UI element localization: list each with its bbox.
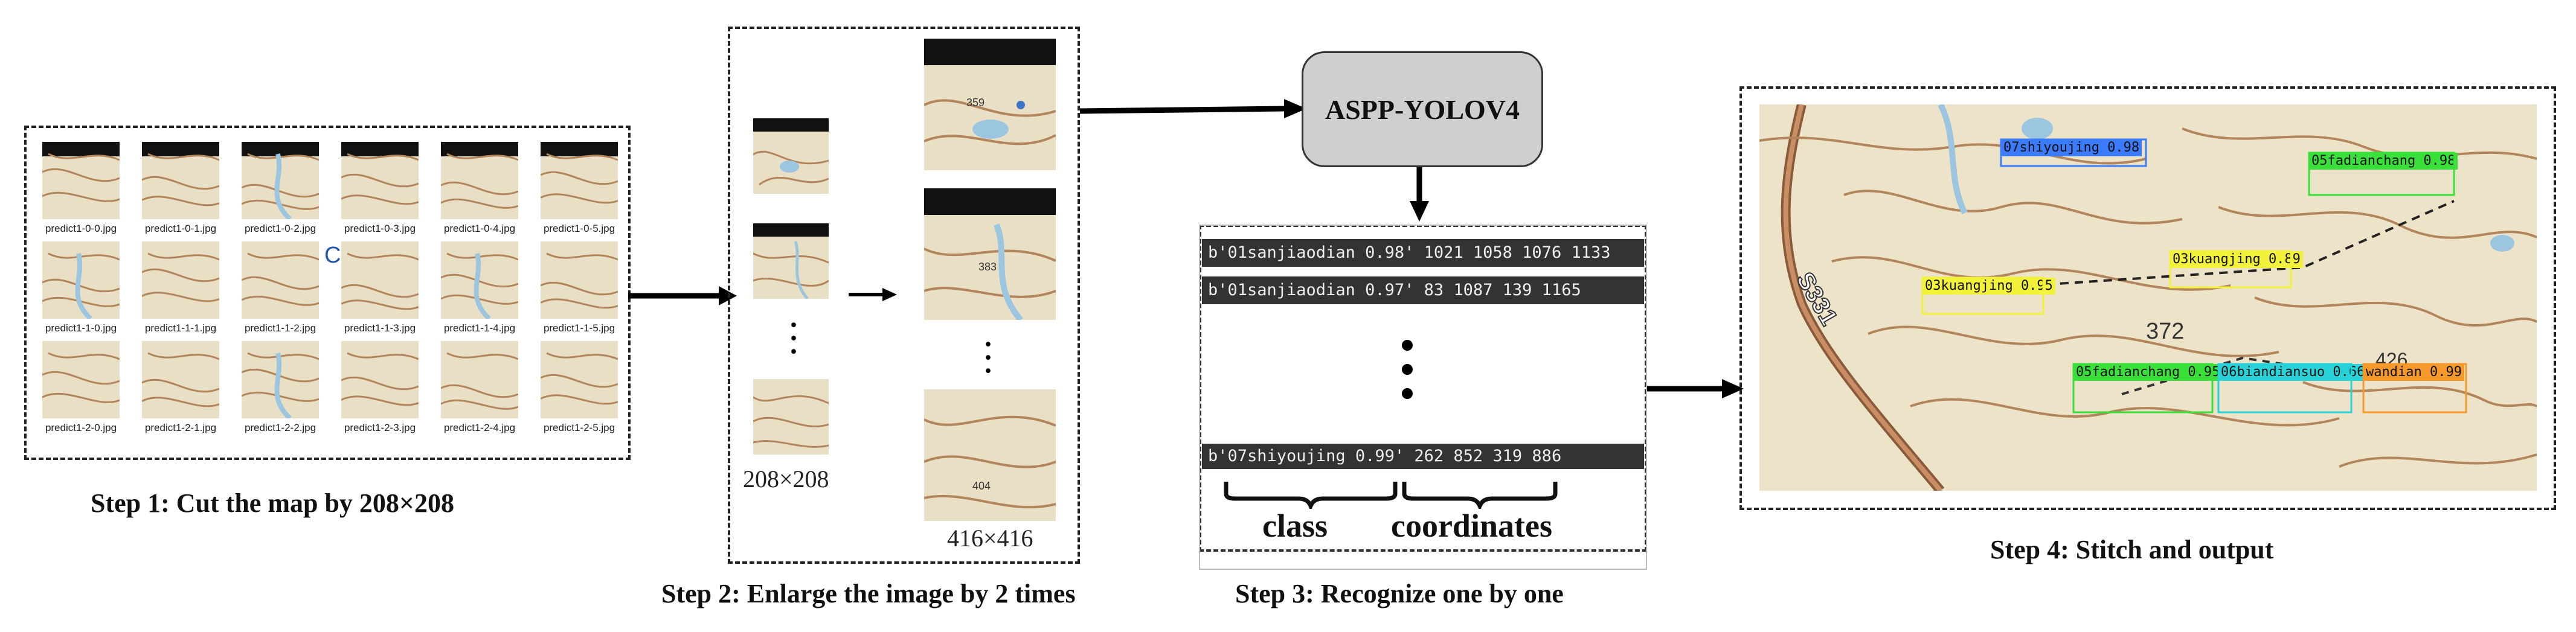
tile-thumbnail[interactable] [142,241,219,319]
coordinates-label: coordinates [1391,508,1552,544]
tile-filename: predict1-2-3.jpg [344,422,416,433]
tile-thumbnail[interactable] [341,142,419,219]
tile-thumbnail[interactable] [142,341,219,418]
small-tile-1 [753,118,829,194]
detection-label-1: 07shiyoujing 0.98 [2001,139,2142,156]
detection-label-2: 05fadianchang 0.98 [2309,153,2458,170]
tile-filename: predict1-2-2.jpg [244,422,316,433]
brace-coordinates [1402,482,1558,509]
tile-thumbnail[interactable] [441,241,518,319]
tile-thumbnail[interactable] [242,241,319,319]
step2-caption: Step 2: Enlarge the image by 2 times [661,579,1076,608]
tile-filename: predict1-0-1.jpg [144,223,217,234]
step3-caption: Step 3: Recognize one by one [1235,579,1564,608]
tile-filename: predict1-0-0.jpg [45,223,117,234]
tile-thumbnail[interactable] [541,142,618,219]
step2-frame [728,27,1080,564]
elevation-372: 372 [2146,319,2185,344]
tile-filename: predict1-1-0.jpg [45,322,117,334]
vertical-ellipsis-results [1402,340,1413,399]
map-elevation-404: 404 [972,480,991,492]
arrow-step1-to-step2 [628,286,737,305]
tile-filename: predict1-2-1.jpg [144,422,217,433]
tile-thumbnail[interactable] [242,341,319,418]
large-tile-1: 359 [924,39,1056,170]
tile-filename: predict1-2-4.jpg [443,422,516,433]
step1-tile-grid-frame [24,126,631,460]
large-size-label: 416×416 [947,525,1033,552]
small-tile-3 [753,379,829,455]
vertical-ellipsis-large: ··· [983,328,994,387]
tile-thumbnail[interactable] [142,142,219,219]
stitched-map-contours [1759,104,2537,491]
map-elevation-383: 383 [978,261,997,273]
tile-filename: predict1-0-2.jpg [244,223,316,234]
tile-thumbnail[interactable] [42,341,120,418]
result-line-3: b'07shiyoujing 0.99' 262 852 319 886 [1202,444,1644,469]
tile-thumbnail[interactable] [441,341,518,418]
step4-frame [1739,86,2556,510]
step4-caption: Step 4: Stitch and output [1990,535,2274,564]
tile-thumbnail[interactable] [541,241,618,319]
tile-filename: predict1-1-5.jpg [543,322,615,334]
tile-filename: predict1-0-5.jpg [543,223,615,234]
tile-thumbnail[interactable] [341,341,419,418]
arrow-enlarge [849,288,897,301]
detection-label-4: 03kuangjing 0.95 [1922,278,2055,295]
tile-filename: predict1-1-1.jpg [144,322,217,334]
tile-filename: predict1-2-0.jpg [45,422,117,433]
class-label: class [1262,508,1328,544]
cursor-glyph: C [324,243,341,268]
large-tile-2: 383 [924,188,1056,320]
small-size-label: 208×208 [743,465,829,493]
tile-thumbnail[interactable] [42,241,120,319]
arrow-step2-to-model [1080,99,1306,118]
tile-filename: predict1-1-4.jpg [443,322,516,334]
tile-thumbnail[interactable] [341,241,419,319]
tile-filename: predict1-0-4.jpg [443,223,516,234]
detection-label-7: wandian 0.99 [2363,364,2464,381]
detection-boxes [1921,138,2467,413]
tile-thumbnail[interactable] [42,142,120,219]
arrow-model-to-step3 [1410,167,1429,222]
arrow-step3-to-step4 [1647,379,1744,398]
brace-class [1224,482,1398,509]
result-line-2: b'01sanjiaodian 0.97' 83 1087 139 1165 [1202,276,1644,304]
detection-label-6: 06biandiansuo 0.66 [2218,364,2368,381]
result-line-1: b'01sanjiaodian 0.98' 1021 1058 1076 113… [1202,239,1644,267]
map-elevation-359: 359 [966,97,985,109]
step3-inner-panel [1199,225,1647,570]
tile-filename: predict1-1-2.jpg [244,322,316,334]
tile-thumbnail[interactable] [441,142,518,219]
aspp-yolov4-model-box: ASPP-YOLOV4 [1302,51,1543,167]
large-tile-3: 404 [924,389,1056,521]
vertical-ellipsis-small: ··· [789,309,799,368]
stitched-map: S331 372 426 07shiyoujing 0.98 05fadianc… [1759,104,2537,491]
step1-caption: Step 1: Cut the map by 208×208 [91,488,454,518]
detection-label-5: 05fadianchang 0.95 [2073,364,2223,381]
small-tile-2 [753,223,829,299]
tile-filename: predict1-2-5.jpg [543,422,615,433]
tile-filename: predict1-0-3.jpg [344,223,416,234]
tile-thumbnail[interactable] [541,341,618,418]
tile-filename: predict1-1-3.jpg [344,322,416,334]
detection-label-3: 03kuangjing 0.89 [2170,251,2303,268]
tile-thumbnail[interactable] [242,142,319,219]
